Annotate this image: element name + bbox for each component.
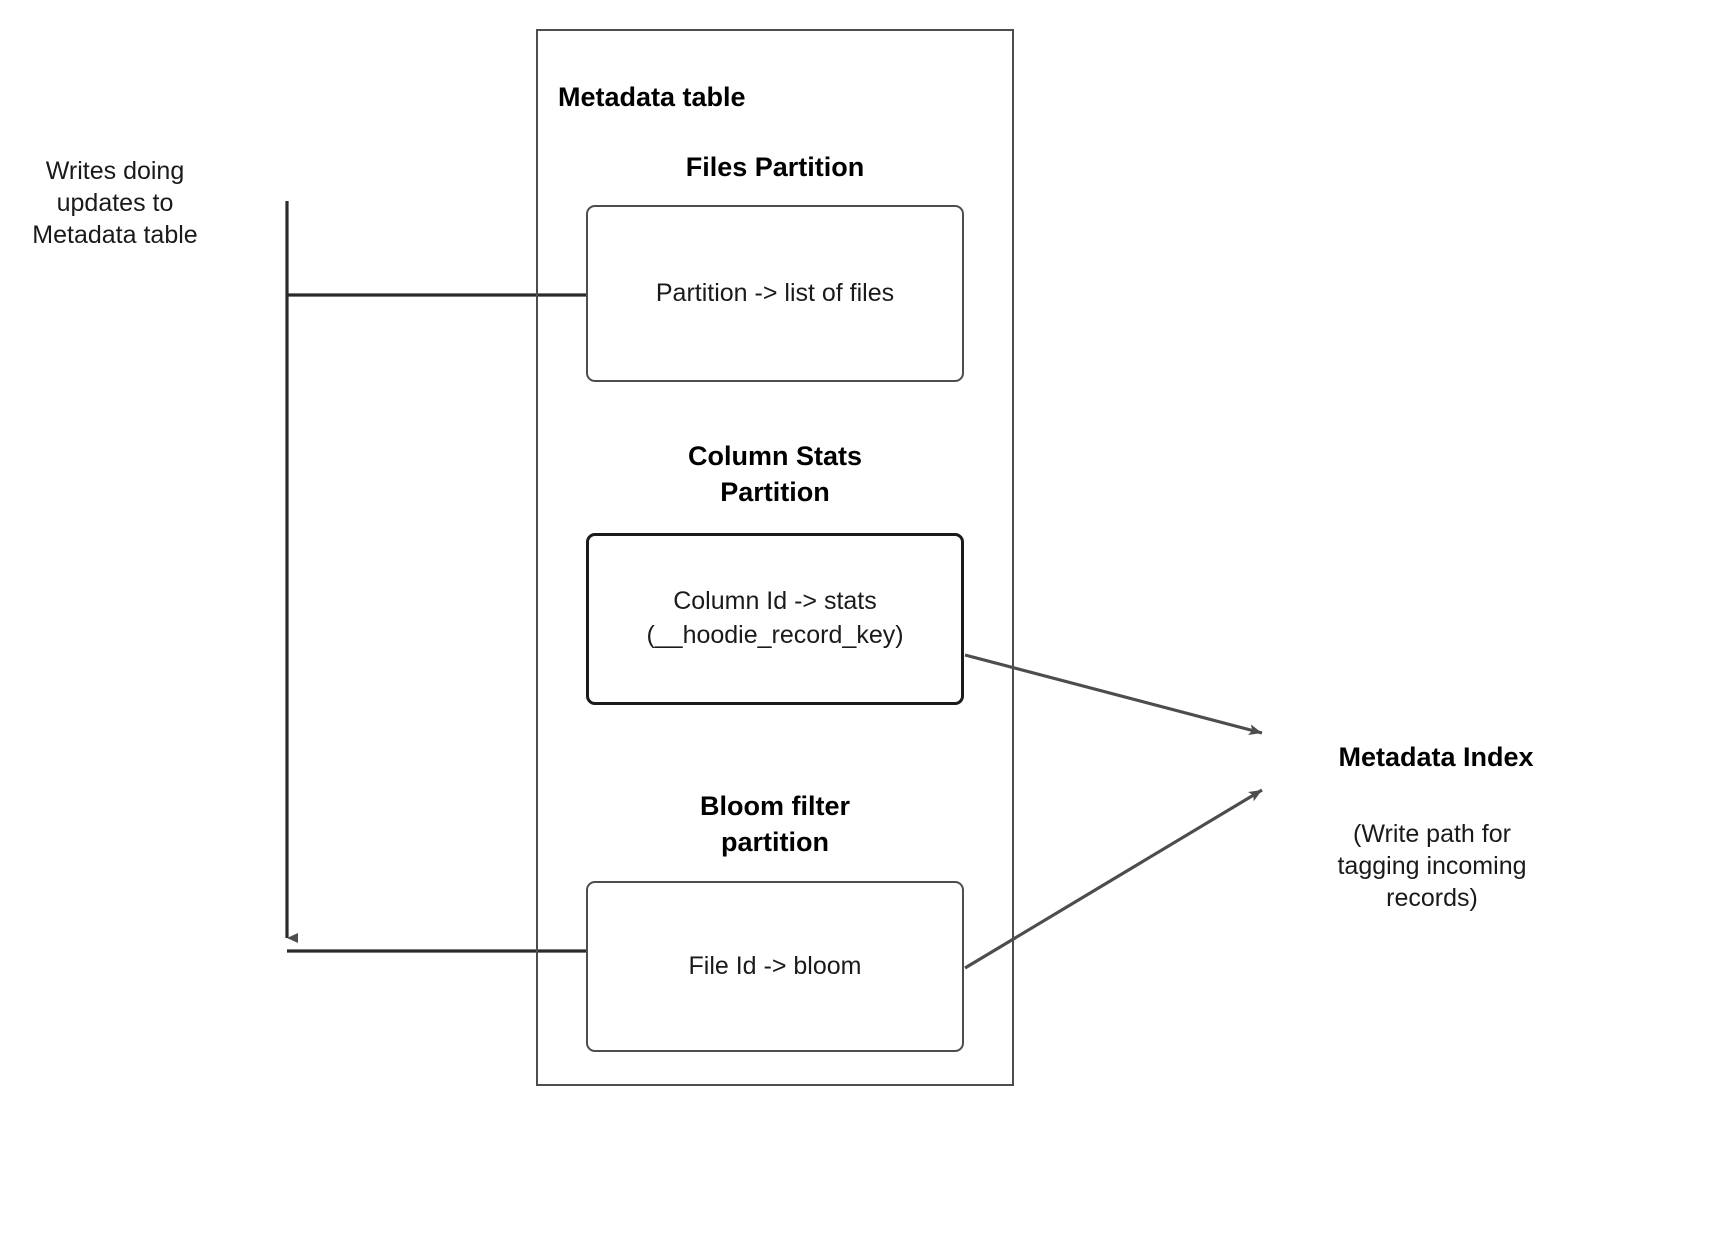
column-stats-partition-box: Column Id -> stats (__hoodie_record_key)	[586, 533, 964, 705]
bloom-filter-partition-box-label: File Id -> bloom	[688, 951, 862, 980]
files-partition-heading: Files Partition	[685, 152, 865, 182]
metadata-index-note: (Write path for tagging incoming records…	[1337, 820, 1527, 912]
column-stats-partition-heading: Column Stats Partition	[687, 441, 862, 508]
files-partition-box-label: Partition -> list of files	[655, 278, 895, 307]
bloom-filter-partition-box: File Id -> bloom	[586, 881, 964, 1052]
files-partition-box: Partition -> list of files	[586, 205, 964, 382]
metadata-index-title: Metadata Index	[1338, 742, 1534, 772]
column-stats-partition-box-label: Column Id -> stats (__hoodie_record_key)	[646, 587, 904, 649]
metadata-table-title: Metadata table	[558, 82, 746, 112]
metadata-table-container	[536, 29, 1014, 1086]
bloom-filter-partition-heading: Bloom filter partition	[699, 791, 850, 858]
writes-caption: Writes doing updates to Metadata table	[32, 157, 198, 249]
